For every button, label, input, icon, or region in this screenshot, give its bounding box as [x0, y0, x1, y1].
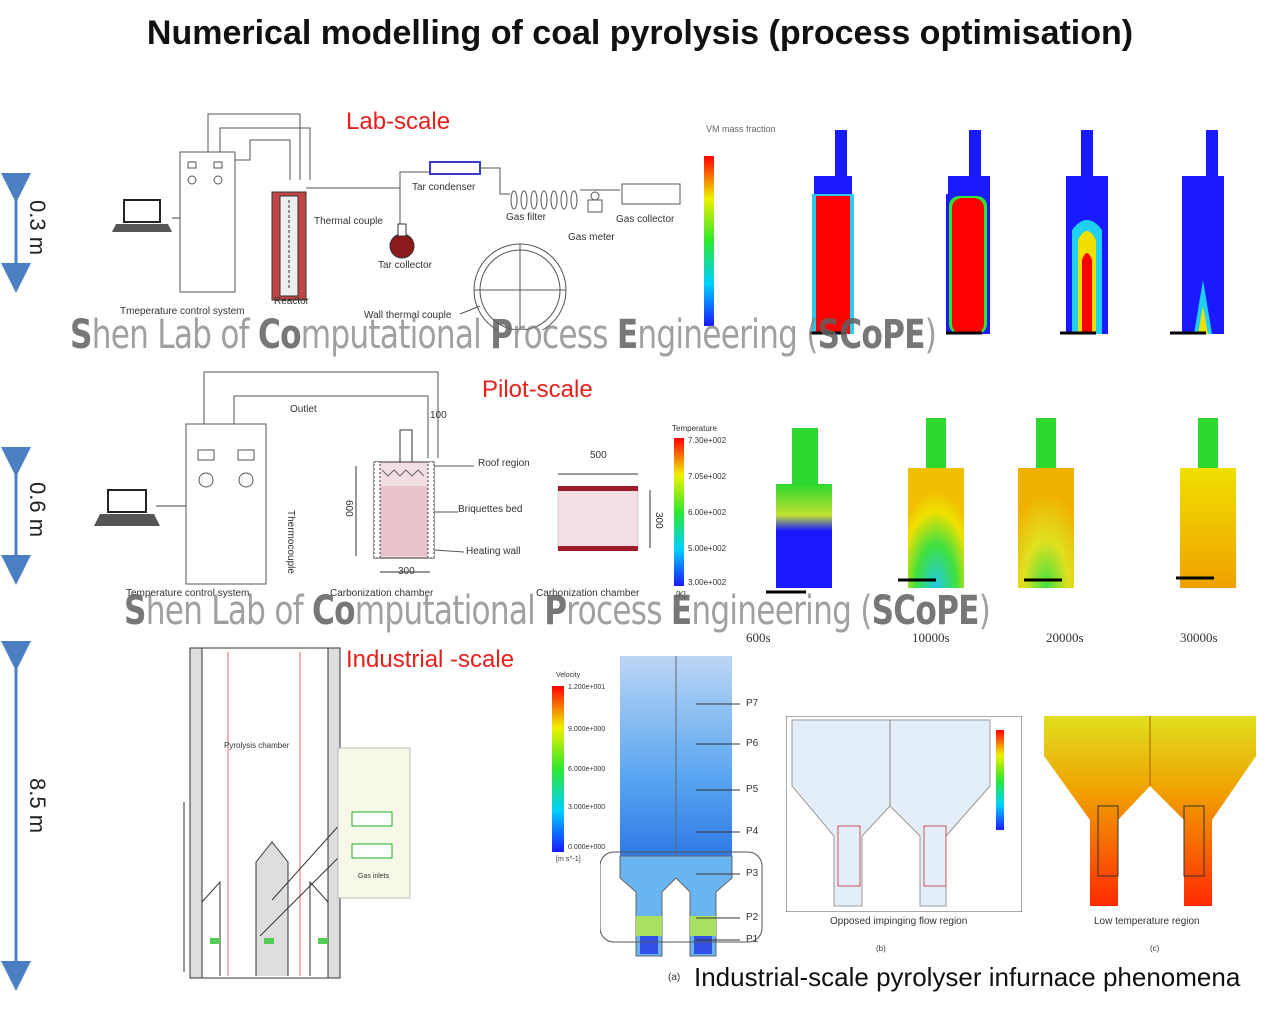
point-p7: P7 — [746, 698, 759, 709]
briquette-bed-block — [557, 486, 639, 551]
velocity-tick-4: 3.000e+000 — [568, 804, 606, 811]
point-p5: P5 — [746, 784, 759, 795]
temperature-control-box — [185, 423, 267, 585]
pilot-scale-label: Pilot-scale — [482, 376, 593, 403]
pilot-snapshot-20000s — [1018, 418, 1074, 588]
lab-temp-control-label: Tmeperature control system — [120, 306, 245, 317]
gas-meter-label: Gas meter — [568, 232, 615, 243]
temperature-panel — [1044, 716, 1256, 906]
gas-collector — [621, 183, 681, 205]
gas-filter — [510, 190, 578, 210]
gas-meter — [587, 191, 603, 213]
tar-collector-label: Tar collector — [378, 260, 432, 271]
heating-wall-label: Heating wall — [466, 546, 521, 557]
pilot-snapshot-30000s — [1180, 418, 1236, 588]
outlet-label: Outlet — [290, 404, 317, 415]
height-600-label: 600 — [343, 500, 354, 517]
time-label-20000s: 20000s — [1046, 630, 1084, 645]
point-p6: P6 — [746, 738, 759, 749]
lab-dimension-label: 0.3 m — [25, 200, 50, 256]
vm-mass-fraction-label: VM mass fraction — [706, 124, 776, 134]
temp-tick-2: 7.05e+002 — [688, 472, 727, 481]
tar-condenser-label: Tar condenser — [412, 182, 476, 193]
point-p1: P1 — [746, 934, 759, 945]
low-temperature-label: Low temperature region — [1094, 916, 1200, 927]
lab-snapshot-4 — [1182, 130, 1224, 334]
time-label-30000s: 30000s — [1180, 630, 1218, 645]
velocity-field-panel — [600, 656, 763, 957]
briquettes-bed-label: Briquettes bed — [458, 504, 523, 515]
panel-b-label: (b) — [876, 944, 886, 953]
lab-snapshot-2 — [946, 130, 990, 334]
carbonization-chamber-diagram — [373, 429, 435, 559]
velocity-tick-3: 6.000e+000 — [568, 766, 606, 773]
temperature-control-box — [179, 151, 236, 293]
carbonization-chamber-label-2: Carbonization chamber — [536, 588, 640, 599]
pilot-snapshot-600s — [776, 428, 832, 588]
width-300-label: 300 — [398, 566, 415, 577]
carbonization-chamber-label: Carbonization chamber — [330, 588, 434, 599]
laptop-icon — [94, 489, 160, 526]
point-p4: P4 — [746, 826, 759, 837]
width-500-label: 500 — [590, 450, 607, 461]
lab-snapshot-3 — [1066, 130, 1108, 334]
pilot-temp-control-label: Temperature control system — [126, 588, 250, 599]
gas-filter-label: Gas filter — [506, 212, 547, 223]
thermocouple-label: Thermocouple — [285, 510, 296, 574]
velocity-colorbar — [552, 686, 564, 852]
lab-contour-snapshots — [704, 130, 1224, 335]
panel-c-label: (c) — [1150, 944, 1160, 953]
point-p3: P3 — [746, 868, 759, 879]
time-label-600s: 600s — [746, 630, 771, 645]
streamline-panel — [786, 716, 1022, 912]
watermark-2: Shen Lab of Computational Process Engine… — [124, 588, 991, 634]
dimension-arrows — [1, 173, 31, 991]
time-label-10000s: 10000s — [912, 630, 950, 645]
opposed-impinging-label: Opposed impinging flow region — [830, 916, 968, 927]
velocity-tick-5: 0.000e+000 — [568, 844, 606, 851]
height-300-label: 300 — [653, 512, 664, 529]
industrial-dimension-label: 8.5 m — [25, 778, 50, 834]
pilot-contour-snapshots — [766, 418, 1236, 594]
point-p2: P2 — [746, 912, 759, 923]
laptop-icon — [112, 199, 172, 232]
pilot-dimension-label: 0.6 m — [25, 482, 50, 538]
pyrolysis-chamber-label: Pyrolysis chamber — [224, 741, 290, 750]
temp-tick-1: 7.30e+002 — [688, 436, 727, 445]
panel-a-label: (a) — [668, 972, 681, 983]
thermal-couple-label: Thermal couple — [314, 216, 383, 227]
roof-region-label: Roof region — [478, 458, 530, 469]
temp-tick-5: 3.00e+002 — [688, 578, 727, 587]
industrial-scale-label: Industrial -scale — [346, 646, 515, 673]
lab-scale-label: Lab-scale — [346, 108, 451, 135]
temp-tick-4: 5.00e+002 — [688, 544, 727, 553]
outlet-width-label: 100 — [430, 410, 447, 421]
tar-condenser — [429, 161, 481, 175]
gas-inlets-label: Gas inlets — [358, 873, 390, 880]
tar-collector-flask — [389, 223, 415, 259]
industrial-chamber-schematic: Gas inlets Pyrolysis chamber — [183, 647, 411, 979]
pilot-snapshot-10000s — [908, 418, 964, 588]
gas-collector-label: Gas collector — [616, 214, 675, 225]
lab-scale-schematic — [112, 113, 681, 330]
industrial-caption: Industrial-scale pyrolyser infurnace phe… — [694, 962, 1241, 992]
velocity-tick-1: 1.200e+001 — [568, 684, 606, 691]
wall-thermal-couple-diagram — [473, 243, 567, 330]
reactor-label: Reactor — [274, 296, 310, 307]
pilot-temperature-colorbar — [674, 438, 684, 586]
temperature-label: Temperature — [672, 424, 717, 433]
temp-tick-3: 6.00e+002 — [688, 508, 727, 517]
page-title: Numerical modelling of coal pyrolysis (p… — [146, 14, 1134, 52]
vm-colorbar — [704, 156, 714, 326]
velocity-unit: [m s^-1] — [556, 856, 581, 863]
temp-unit: [K] — [676, 590, 686, 599]
velocity-tick-2: 9.000e+000 — [568, 726, 606, 733]
pilot-scale-schematic — [94, 371, 651, 585]
wall-thermal-couple-label: Wall thermal couple — [364, 310, 452, 321]
lab-snapshot-1 — [812, 130, 854, 334]
velocity-label: Velocity — [556, 672, 581, 679]
watermark-1: Shen Lab of Computational Process Engine… — [70, 312, 937, 358]
